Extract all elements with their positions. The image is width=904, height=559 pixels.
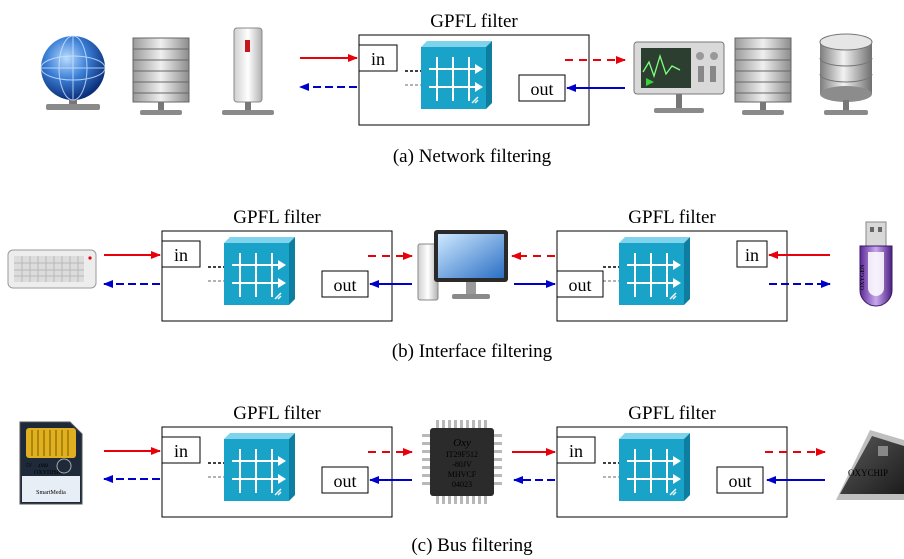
usb-brand: OXYGEN [860, 264, 866, 290]
in-port-label: in [371, 49, 385, 69]
gpfl-filter: GPFL filter in out [358, 11, 590, 126]
row-interface: GPFL filter in out GPFL filter in out [7, 207, 893, 362]
cpu-brand: OXYCHIP [848, 468, 888, 478]
chip-speed: -80JV [452, 460, 472, 469]
smartmedia-card-icon: OXYDISK 5V 4MB SmartMedia [19, 421, 83, 505]
card-voltage: 5V [26, 464, 33, 469]
monitoring-device-icon [633, 41, 725, 113]
gpfl-filter: GPFL filter in out [161, 403, 393, 518]
gpfl-filter: GPFL filter in out [556, 207, 788, 322]
in-port-label: in [174, 441, 188, 461]
flash-chip-icon: Oxy IT29F512 -80JV MHVCF 04023 [422, 420, 502, 504]
gpfl-filter-title: GPFL filter [233, 207, 321, 228]
database-icon [819, 33, 873, 115]
card-capacity: 4MB [38, 464, 49, 469]
gpfl-filter-title: GPFL filter [430, 11, 518, 32]
card-footer: SmartMedia [36, 490, 66, 496]
processor-chip-icon: OXYCHIP [836, 430, 904, 500]
out-port-label: out [333, 275, 356, 295]
usb-stick-icon: OXYGEN [859, 221, 893, 307]
card-brand: OXYDISK [34, 470, 62, 476]
caption-interface: (b) Interface filtering [392, 341, 553, 362]
in-port-label: in [745, 245, 759, 265]
row-network: GPFL filter in out [40, 11, 873, 167]
row-bus: OXYDISK 5V 4MB SmartMedia GPFL filter in… [19, 403, 904, 556]
tower-server-icon [222, 27, 274, 115]
chip-date: 04023 [452, 480, 472, 489]
in-port-label: in [569, 441, 583, 461]
chip-brand: Oxy [453, 437, 471, 449]
gpfl-filter: GPFL filter in out [161, 207, 393, 322]
desktop-computer-icon [417, 230, 508, 301]
keyboard-icon [7, 249, 97, 289]
gpfl-filter-title: GPFL filter [628, 403, 716, 424]
gpfl-filter: GPFL filter in out [556, 403, 788, 518]
out-port-label: out [728, 471, 751, 491]
out-port-label: out [530, 79, 553, 99]
chip-code: MHVCF [448, 470, 477, 479]
server-rack-icon [734, 37, 792, 115]
caption-network: (a) Network filtering [393, 146, 552, 167]
out-port-label: out [333, 471, 356, 491]
out-port-label: out [568, 275, 591, 295]
gpfl-filter-title: GPFL filter [233, 403, 321, 424]
caption-bus: (c) Bus filtering [411, 535, 533, 556]
chip-part-number: IT29F512 [446, 450, 478, 459]
in-port-label: in [174, 245, 188, 265]
server-rack-icon [132, 37, 190, 115]
globe-icon [40, 35, 106, 110]
gpfl-filter-title: GPFL filter [628, 207, 716, 228]
